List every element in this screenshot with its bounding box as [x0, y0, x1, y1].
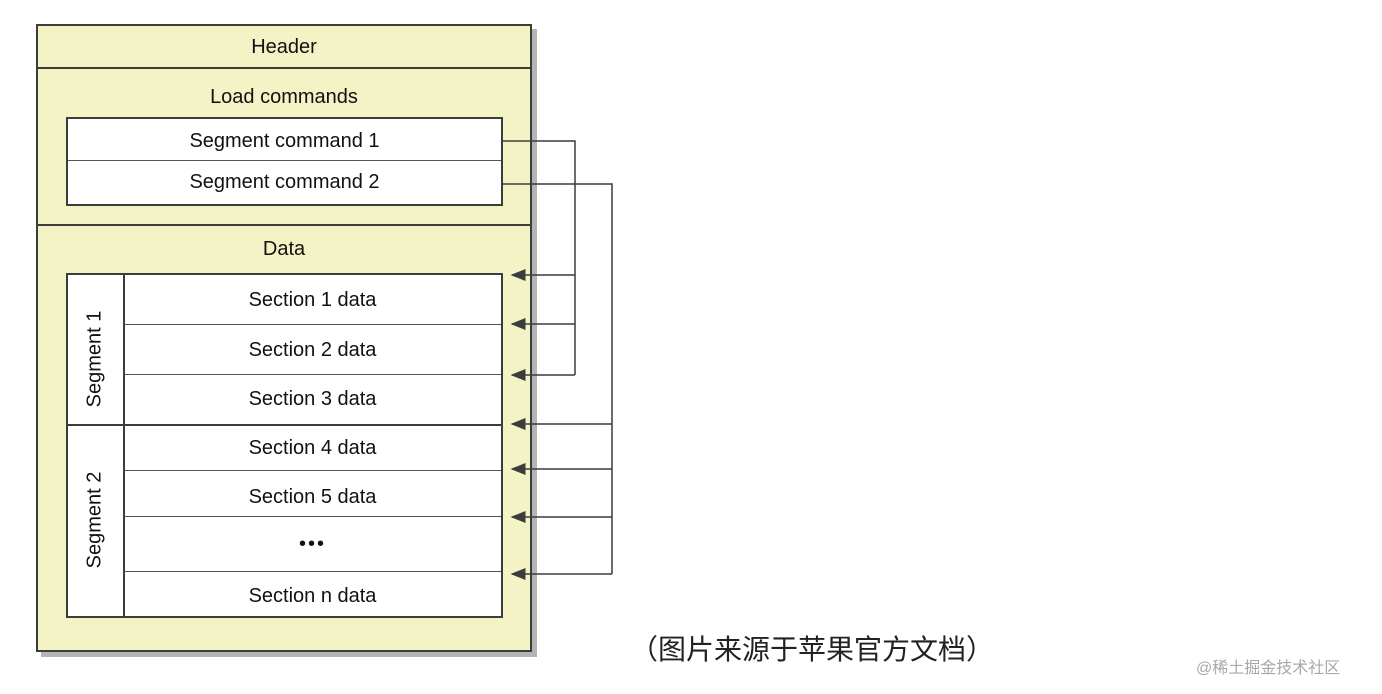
load-commands-label: Load commands: [210, 86, 358, 108]
figure-caption: （图片来源于苹果官方文档）: [630, 634, 995, 665]
section-divider: [124, 516, 501, 517]
header-divider: [38, 67, 530, 69]
command-divider: [68, 160, 501, 161]
section-ellipsis: •••: [298, 533, 326, 555]
data-label: Data: [262, 238, 306, 260]
data-box: Segment 1 Segment 2 Section 1 data Secti…: [66, 273, 503, 618]
segment-1-bracket-line: [503, 140, 576, 375]
section-n-data: Section n data: [248, 585, 377, 607]
load-commands-box: Segment command 1 Segment command 2: [66, 117, 503, 206]
segment-2-bracket-line: [503, 183, 613, 574]
section-divider: [124, 374, 501, 375]
section-4-data: Section 4 data: [248, 437, 377, 459]
watermark: @稀土掘金技术社区: [1196, 660, 1341, 677]
segment-command-2: Segment command 2: [189, 171, 380, 193]
segment-command-1: Segment command 1: [189, 130, 380, 152]
section-divider: [124, 571, 501, 572]
section-divider: [124, 324, 501, 325]
section-1-data: Section 1 data: [248, 289, 377, 311]
load-commands-divider: [38, 224, 530, 226]
segment-label-column: Segment 1 Segment 2: [68, 275, 125, 616]
segment-divider: [68, 424, 501, 426]
section-3-data: Section 3 data: [248, 388, 377, 410]
section-5-data: Section 5 data: [248, 486, 377, 508]
section-2-data: Section 2 data: [248, 339, 377, 361]
section-divider: [124, 470, 501, 471]
header-label: Header: [251, 36, 317, 58]
